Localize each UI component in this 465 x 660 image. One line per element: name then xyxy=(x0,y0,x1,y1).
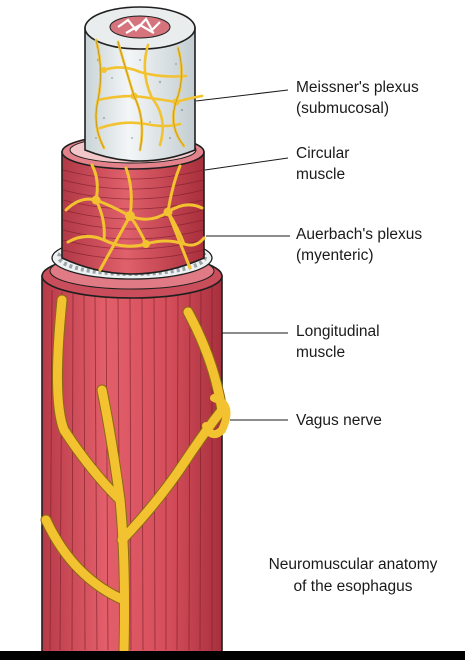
label-vagus-line1: Vagus nerve xyxy=(296,412,382,429)
figure-caption: Neuromuscular anatomy of the esophagus xyxy=(258,554,448,598)
label-circular-line2: muscle xyxy=(296,166,346,183)
label-circular-muscle: Circular muscle xyxy=(296,143,349,185)
label-longitudinal-line2: muscle xyxy=(296,344,346,361)
label-circular-line1: Circular xyxy=(296,145,350,162)
caption-line2: of the esophagus xyxy=(293,578,413,595)
label-meissner-line2: (submucosal) xyxy=(296,100,390,117)
label-auerbach-plexus: Auerbach's plexus (myenteric) xyxy=(296,224,422,266)
leader-meissner xyxy=(195,89,289,102)
meissner-plexus-outline xyxy=(95,39,185,151)
label-auerbach-line2: (myenteric) xyxy=(296,247,374,264)
caption-line1: Neuromuscular anatomy xyxy=(268,556,438,573)
label-meissner-line1: Meissner's plexus xyxy=(296,79,419,96)
bottom-edge-bar xyxy=(0,651,465,660)
vagus-nerve xyxy=(40,294,231,658)
label-vagus-nerve: Vagus nerve xyxy=(296,410,382,431)
leader-lines xyxy=(195,89,290,421)
label-auerbach-line1: Auerbach's plexus xyxy=(296,226,423,243)
leader-circular xyxy=(204,157,289,171)
label-longitudinal-line1: Longitudinal xyxy=(296,323,380,340)
label-longitudinal-muscle: Longitudinal muscle xyxy=(296,321,380,363)
auerbach-plexus-network xyxy=(64,163,206,272)
label-meissner-plexus: Meissner's plexus (submucosal) xyxy=(296,77,419,119)
mucosa-layer xyxy=(84,6,196,162)
